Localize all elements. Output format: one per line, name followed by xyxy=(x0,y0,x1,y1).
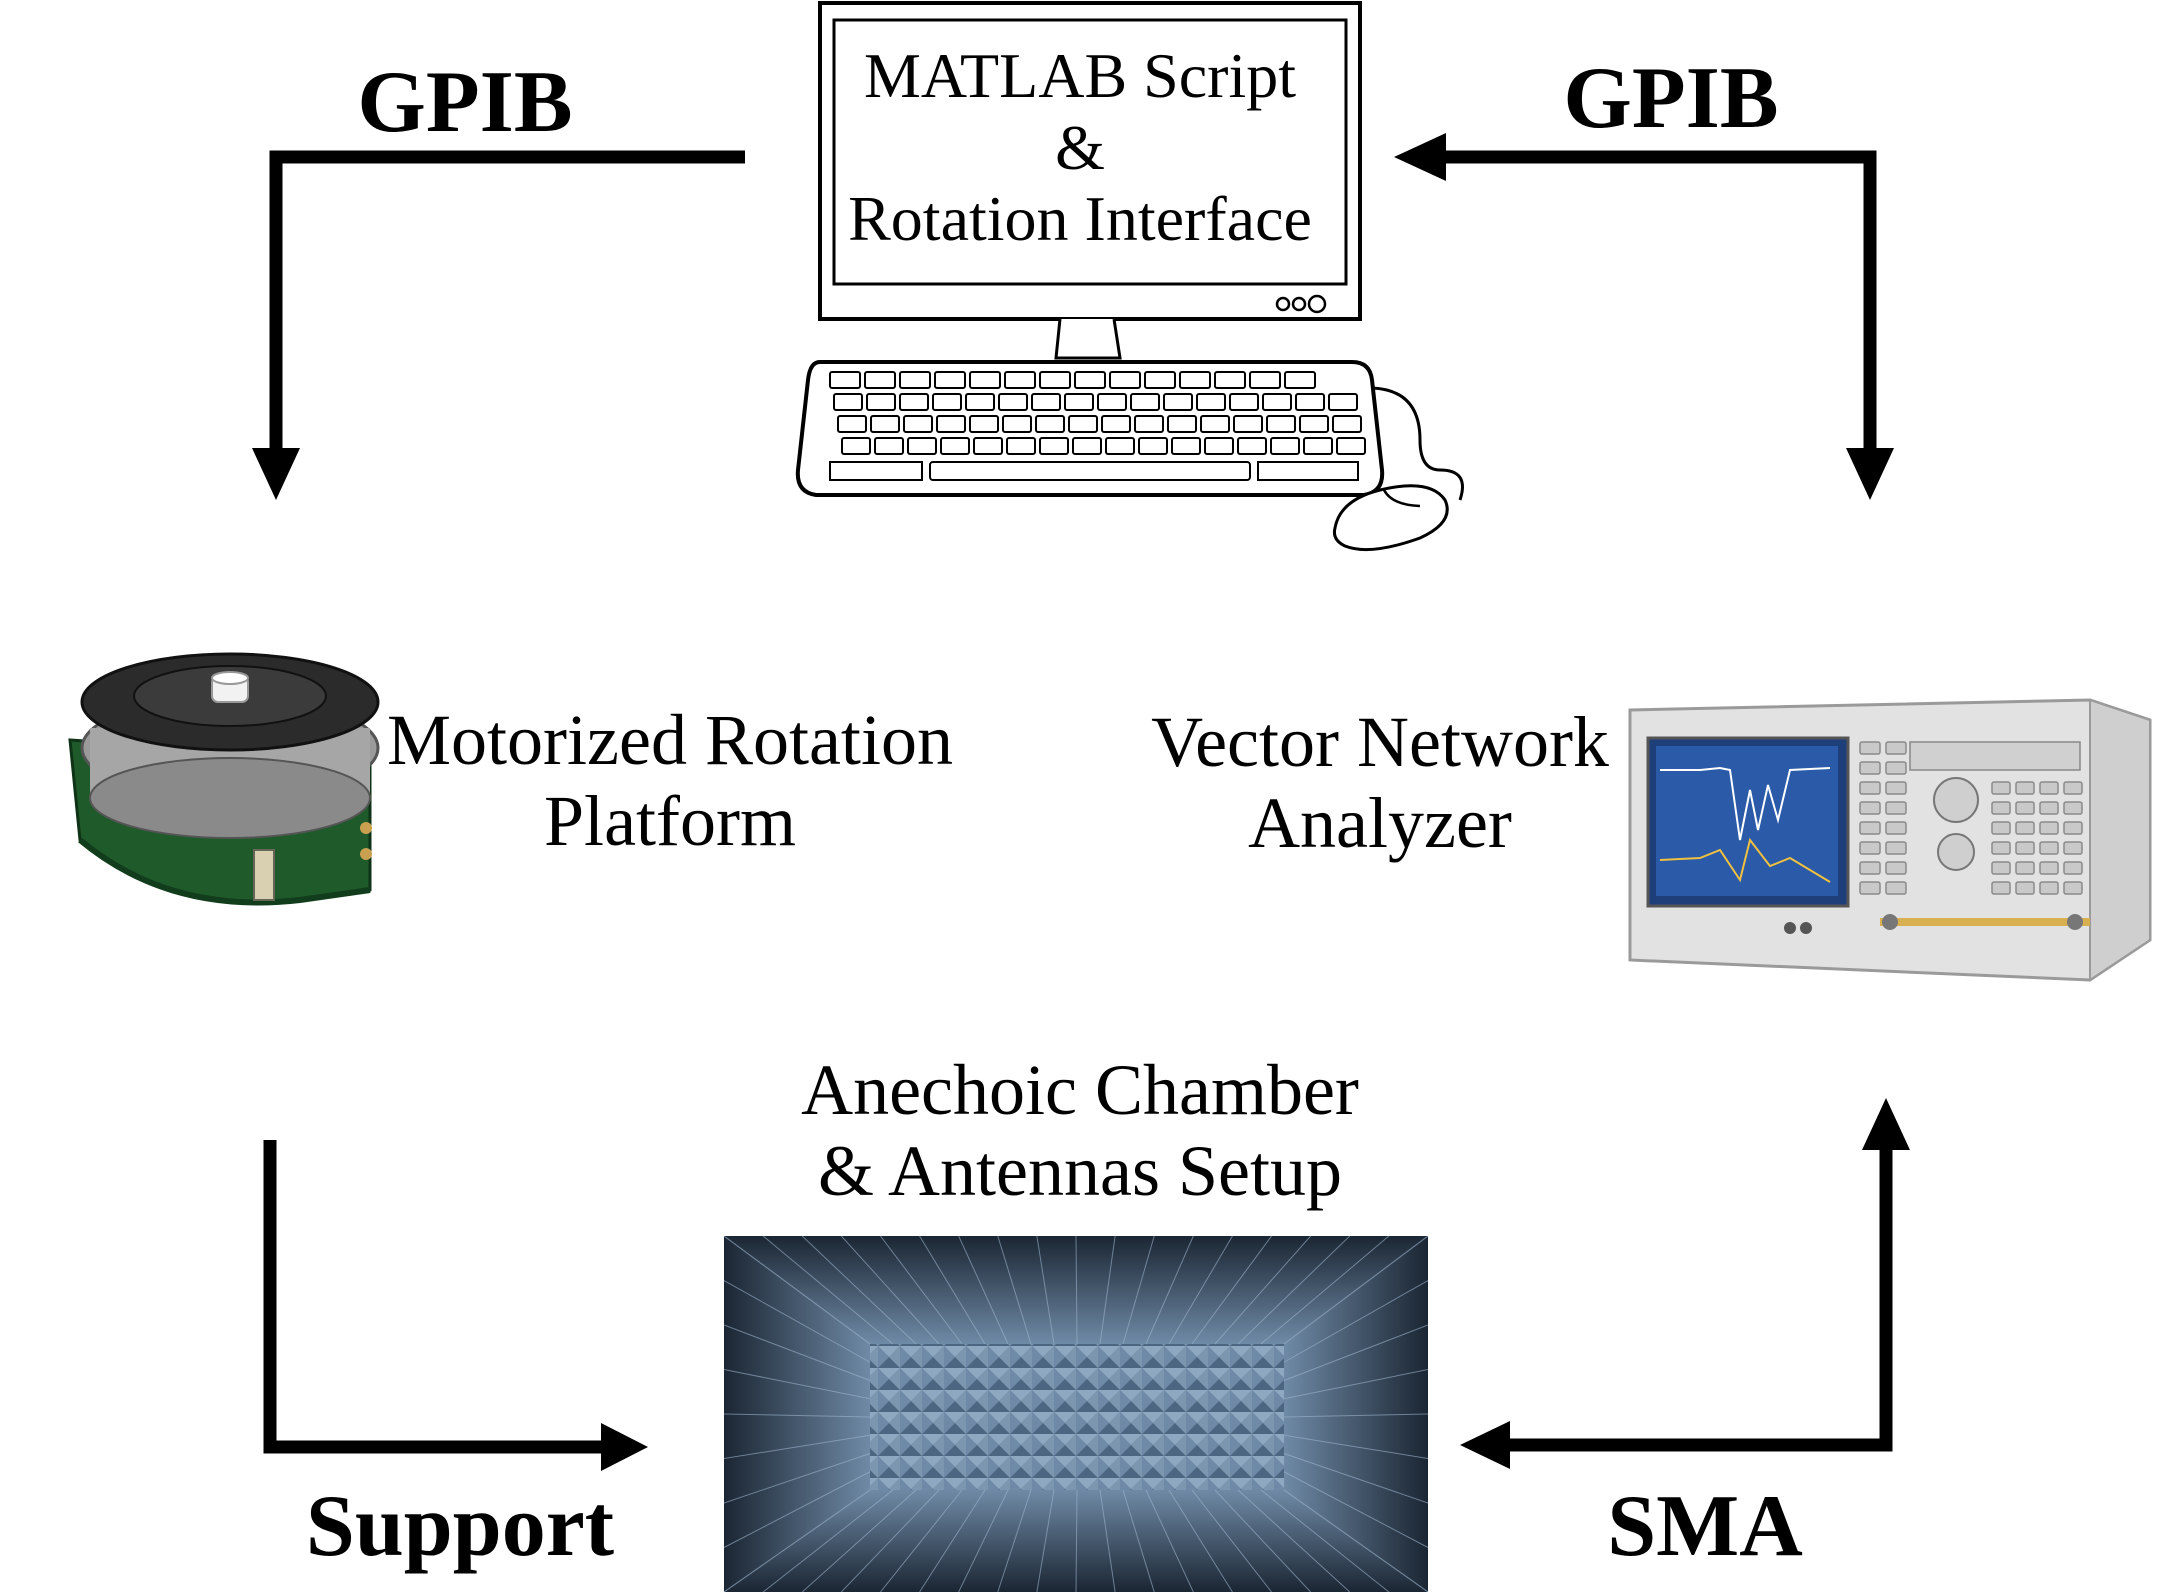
gpib-right-arrow xyxy=(1394,133,1894,500)
vna-image xyxy=(1628,698,2152,982)
gpib-left-label: GPIB xyxy=(357,54,573,151)
vna-label: Vector Network Analyzer xyxy=(1120,702,1640,863)
chamber-line-2: & Antennas Setup xyxy=(818,1130,1342,1211)
rotation-platform-image xyxy=(68,652,380,906)
anechoic-chamber-image xyxy=(724,1236,1428,1592)
vna-line-2: Analyzer xyxy=(1248,782,1512,863)
rotation-platform-label: Motorized Rotation Platform xyxy=(360,700,980,861)
screen-line-2: & xyxy=(1055,111,1105,183)
screen-line-1: MATLAB Script xyxy=(864,40,1296,111)
computer-icon xyxy=(795,1,1464,552)
rotation-platform-line-1: Motorized Rotation xyxy=(387,700,953,780)
gpib-left-arrow xyxy=(252,150,745,500)
chamber-line-1: Anechoic Chamber xyxy=(801,1050,1359,1130)
support-arrow xyxy=(263,1140,648,1471)
sma-label: SMA xyxy=(1607,1478,1803,1575)
rotation-platform-line-2: Platform xyxy=(544,780,796,861)
chamber-label: Anechoic Chamber & Antennas Setup xyxy=(760,1050,1400,1211)
computer-screen-text: MATLAB Script & Rotation Interface xyxy=(800,40,1360,255)
sma-arrow xyxy=(1460,1098,1910,1469)
vna-line-1: Vector Network xyxy=(1151,702,1609,782)
support-label: Support xyxy=(305,1478,615,1575)
screen-line-3: Rotation Interface xyxy=(848,183,1312,255)
gpib-right-label: GPIB xyxy=(1563,50,1779,147)
